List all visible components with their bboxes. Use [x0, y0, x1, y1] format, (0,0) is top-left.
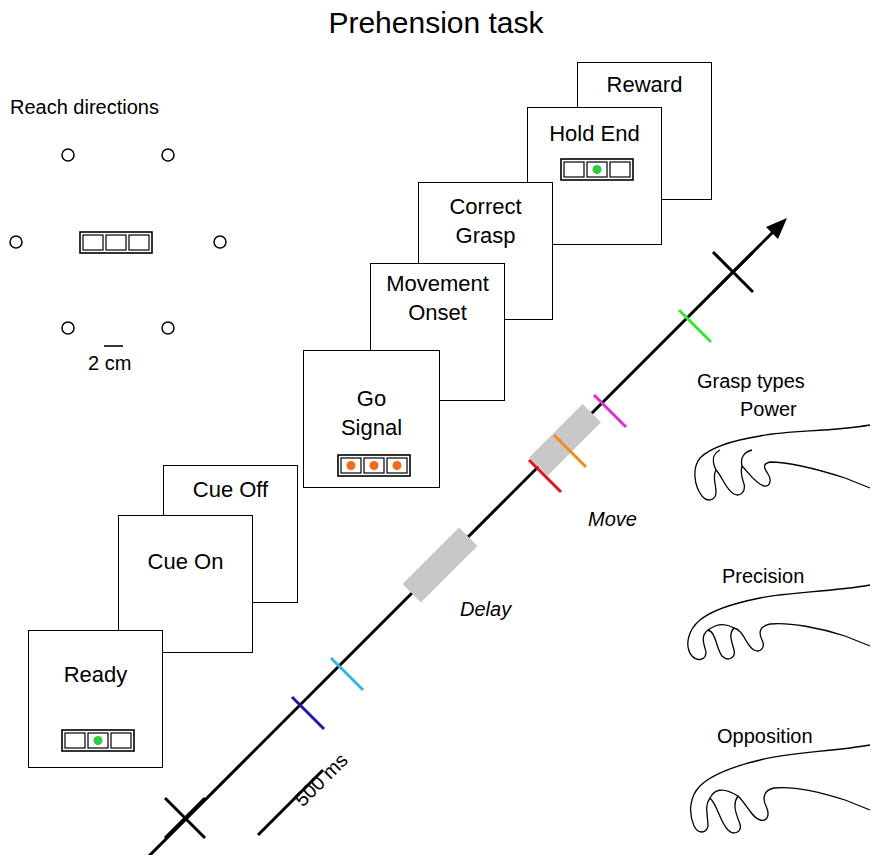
card-label: Hold End — [530, 120, 660, 149]
delay-epoch — [403, 528, 478, 603]
card-label: Cue On — [121, 548, 251, 577]
device-symbol — [61, 729, 135, 753]
figure-title: Prehension task — [0, 6, 872, 40]
grasp-label: Power — [740, 398, 797, 421]
grasp-label: Opposition — [717, 725, 813, 748]
card-label: Movement Onset — [375, 270, 500, 327]
card-label: Go Signal — [332, 385, 412, 442]
panel-heading: Grasp types — [697, 370, 805, 393]
card-label: Correct Grasp — [436, 193, 536, 250]
card-label: Reward — [580, 71, 710, 100]
grasp-label: Precision — [722, 565, 804, 588]
grasp-device — [80, 232, 152, 253]
reach-targets — [10, 149, 226, 334]
card-label: Ready — [31, 661, 161, 690]
scale-label: 500 ms — [290, 749, 353, 812]
scale-bar — [104, 345, 123, 347]
scale-label: 2 cm — [88, 352, 131, 375]
move-epoch — [529, 404, 601, 476]
event-card: Ready — [28, 630, 163, 768]
epoch-label: Delay — [460, 598, 511, 621]
card-label: Cue Off — [166, 476, 296, 505]
device-symbol — [560, 158, 634, 182]
panel-heading: Reach directions — [10, 96, 159, 119]
event-card: Go Signal — [303, 350, 440, 488]
device-symbol — [337, 454, 411, 478]
epoch-label: Move — [588, 508, 637, 531]
hand-drawings — [688, 425, 870, 833]
